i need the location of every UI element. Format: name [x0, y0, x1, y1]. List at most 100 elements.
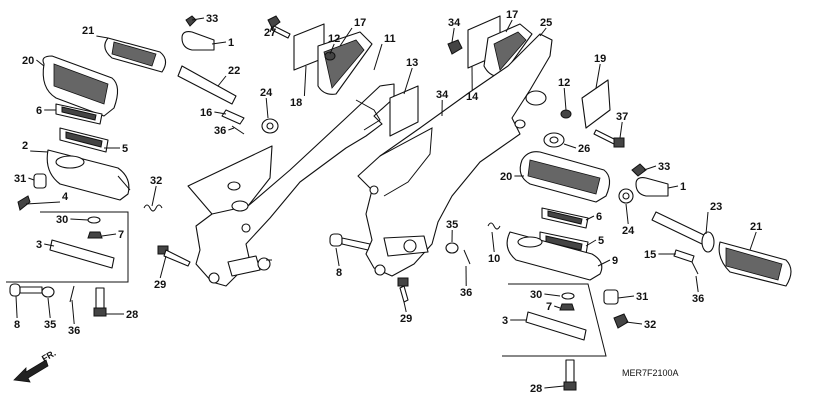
- callout-35: 35: [446, 219, 458, 231]
- leader-line: [265, 97, 269, 119]
- left-footpeg-drawing: [42, 55, 119, 117]
- leader-line: [303, 65, 307, 97]
- leader-line: [30, 150, 49, 153]
- bolt-27-drawing: [267, 15, 291, 39]
- right-plate-6-inner: [547, 210, 583, 225]
- bolt-29-left-drawing: [157, 245, 191, 267]
- callout-25: 25: [540, 17, 552, 29]
- callout-31: 31: [14, 173, 26, 185]
- leader-line: [705, 211, 709, 235]
- right-damper-31-drawing: [603, 289, 619, 305]
- callout-26: 26: [578, 143, 590, 155]
- callout-30: 30: [530, 289, 542, 301]
- right-footpeg-drawing: [519, 151, 611, 203]
- right-holder-1-drawing: [635, 177, 669, 197]
- right-pin-36-drawing: [691, 261, 699, 275]
- callout-35: 35: [44, 319, 56, 331]
- leader-line: [15, 295, 18, 319]
- diagram-code: MER7F2100A: [622, 368, 679, 378]
- callout-2: 2: [22, 140, 28, 152]
- leader-line: [44, 243, 55, 247]
- right-bolt-32-drawing: [613, 313, 629, 329]
- callout-15: 15: [644, 249, 656, 261]
- callout-12: 12: [328, 33, 340, 45]
- left-damper-31-drawing: [33, 173, 47, 189]
- callout-6: 6: [36, 105, 42, 117]
- callout-34: 34: [436, 89, 449, 101]
- callout-8: 8: [14, 319, 20, 331]
- callout-leader-lines: [15, 17, 757, 389]
- left-footpeg-rubber-drawing: [104, 37, 167, 73]
- leader-line: [643, 165, 657, 171]
- left-pin-8-drawing: [9, 283, 43, 297]
- right-washer-35-drawing: [445, 242, 459, 254]
- washer-24-hole: [266, 122, 274, 130]
- plate-17-top-pad: [493, 31, 527, 71]
- right-nut-7-drawing: [559, 303, 575, 311]
- right-arm-23-end: [701, 231, 715, 253]
- leader-line: [619, 121, 623, 139]
- leader-line: [329, 43, 335, 55]
- left-spring-4-drawing: [143, 204, 163, 212]
- leader-line: [373, 43, 383, 71]
- callout-36: 36: [692, 293, 704, 305]
- callout-29: 29: [154, 279, 166, 291]
- callout-29: 29: [400, 313, 412, 325]
- leader-line: [101, 233, 117, 237]
- callout-7: 7: [546, 301, 552, 313]
- callout-21: 21: [750, 221, 762, 233]
- callout-28: 28: [530, 383, 542, 395]
- callout-14: 14: [466, 91, 479, 103]
- callout-24: 24: [622, 225, 635, 237]
- leader-line: [625, 203, 629, 225]
- right-bolt-28-drawing: [563, 359, 577, 391]
- callout-10: 10: [488, 253, 500, 265]
- callout-20: 20: [22, 55, 34, 67]
- callout-16: 16: [200, 107, 212, 119]
- leader-line: [505, 19, 513, 33]
- collar-12-drawing: [324, 51, 336, 61]
- leader-line: [451, 27, 455, 43]
- leader-line: [617, 295, 635, 299]
- left-bolt-33-drawing: [185, 15, 197, 27]
- callout-28: 28: [126, 309, 138, 321]
- right-plate-5-inner: [545, 235, 583, 251]
- leader-line: [544, 293, 561, 297]
- collar-26-drawing: [543, 132, 565, 148]
- leader-line: [269, 25, 273, 33]
- nut-34-top-drawing: [447, 39, 463, 55]
- right-footpeg-rubber-drawing: [718, 241, 792, 287]
- callout-19: 19: [594, 53, 606, 65]
- leader-line: [539, 27, 547, 37]
- leader-line: [585, 239, 597, 247]
- left-footpeg-bracket-drawing: [46, 149, 131, 201]
- right-footpeg-bracket-drawing: [506, 231, 603, 281]
- callout-37: 37: [616, 111, 628, 123]
- left-plate-6-inner: [61, 106, 97, 121]
- leader-line: [585, 215, 595, 221]
- right-arm-23-drawing: [651, 211, 707, 245]
- leader-line: [151, 185, 157, 207]
- right-pin-8-drawing: [329, 233, 371, 251]
- left-bolt-28-drawing: [93, 287, 107, 317]
- right-washer-30-drawing: [561, 292, 575, 300]
- callout-18: 18: [290, 97, 302, 109]
- callout-36: 36: [460, 287, 472, 299]
- left-guide-3-drawing: [49, 239, 115, 269]
- leader-line: [403, 301, 407, 313]
- left-washer-30-drawing: [87, 216, 101, 224]
- plate-19-drawing: [581, 79, 611, 129]
- callout-30: 30: [56, 214, 68, 226]
- callout-6: 6: [596, 211, 602, 223]
- leader-line: [544, 385, 565, 389]
- callout-12: 12: [558, 77, 570, 89]
- callout-27: 27: [264, 27, 276, 39]
- callout-36: 36: [68, 325, 80, 337]
- callout-32: 32: [644, 319, 656, 331]
- left-washer-35-drawing: [41, 286, 55, 298]
- leader-line: [217, 75, 227, 87]
- callout-11: 11: [384, 33, 396, 45]
- leader-line: [339, 27, 353, 47]
- leader-line: [554, 305, 561, 309]
